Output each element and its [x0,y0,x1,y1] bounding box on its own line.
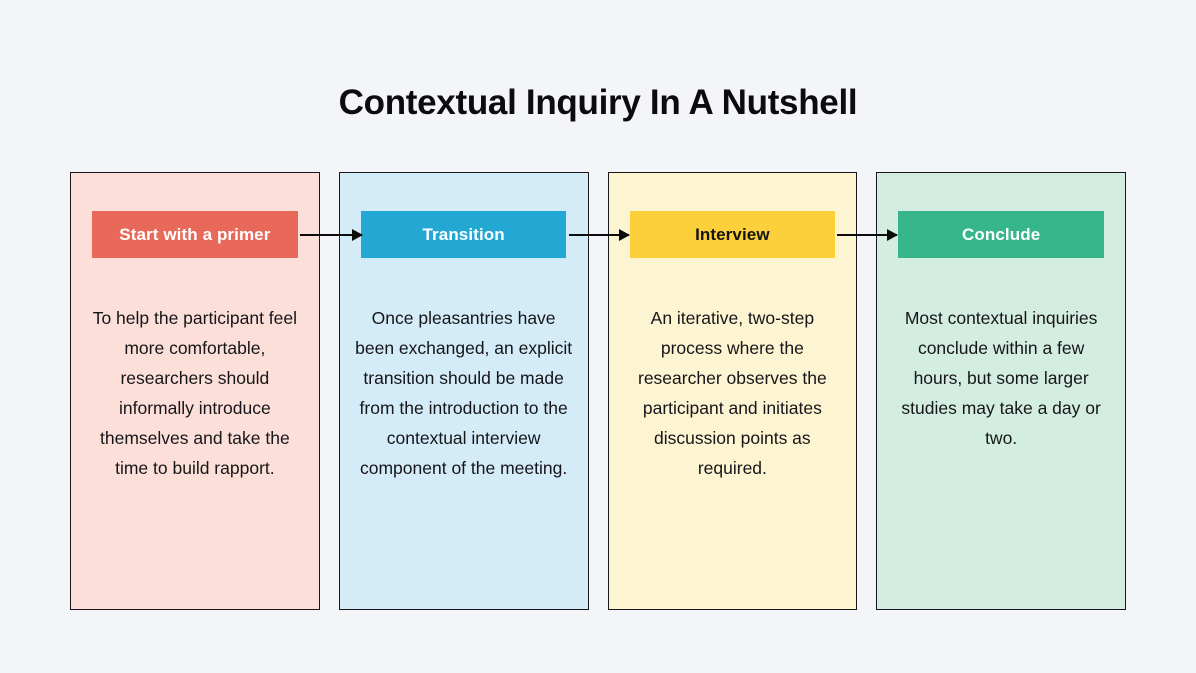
step-body-start-with-a-primer: To help the participant feel more comfor… [92,308,298,478]
step-label: Transition [422,224,505,244]
step-card-transition: Transition Once pleasantries have been e… [338,172,589,610]
step-card-start-with-a-primer: Start with a primer To help the particip… [70,172,320,610]
step-card-interview: Interview An iterative, two-step process… [607,172,858,610]
step-header-transition: Transition [360,211,567,258]
step-header-conclude: Conclude [898,211,1104,258]
page-title: Contextual Inquiry In A Nutshell [338,83,858,123]
step-body-interview: An iterative, two-step process where the… [638,308,827,478]
process-flow-diagram: Start with a primer To help the particip… [70,172,1126,610]
step-body-transition: Once pleasantries have been exchanged, a… [355,308,573,478]
step-label: Interview [695,224,770,244]
step-header-start-with-a-primer: Start with a primer [92,211,298,258]
step-body-conclude: Most contextual inquiries conclude withi… [901,308,1101,448]
step-label: Conclude [962,224,1041,244]
arrow-right-icon [837,229,898,241]
arrow-right-icon [569,229,630,241]
step-label: Start with a primer [119,224,271,244]
step-header-interview: Interview [629,211,836,258]
arrow-right-icon [300,229,363,241]
step-card-conclude: Conclude Most contextual inquiries concl… [876,172,1126,610]
